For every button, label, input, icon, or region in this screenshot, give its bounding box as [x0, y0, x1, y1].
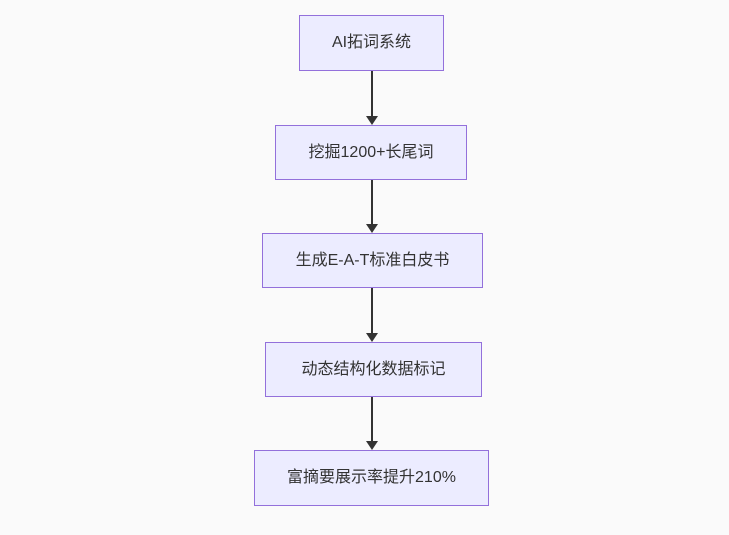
flow-edge-n3-n4	[364, 288, 379, 342]
flow-node-ai-word-expansion: AI拓词系统	[299, 15, 444, 71]
arrow-head-icon	[365, 224, 378, 233]
arrow-shaft	[370, 71, 373, 116]
arrow-head-icon	[365, 441, 378, 450]
flow-node-longtail-keywords: 挖掘1200+长尾词	[275, 125, 467, 180]
arrow-head-icon	[365, 116, 378, 125]
flow-edge-n1-n2	[364, 71, 379, 125]
arrow-shaft	[370, 397, 373, 441]
arrow-shaft	[370, 180, 373, 224]
arrow-head-icon	[365, 333, 378, 342]
arrow-shaft	[370, 288, 373, 333]
flow-node-eat-whitepaper: 生成E-A-T标准白皮书	[262, 233, 483, 288]
flow-node-structured-data-markup: 动态结构化数据标记	[265, 342, 482, 397]
flow-node-rich-snippet-rate: 富摘要展示率提升210%	[254, 450, 489, 506]
flow-edge-n4-n5	[364, 397, 379, 450]
flow-edge-n2-n3	[364, 180, 379, 233]
